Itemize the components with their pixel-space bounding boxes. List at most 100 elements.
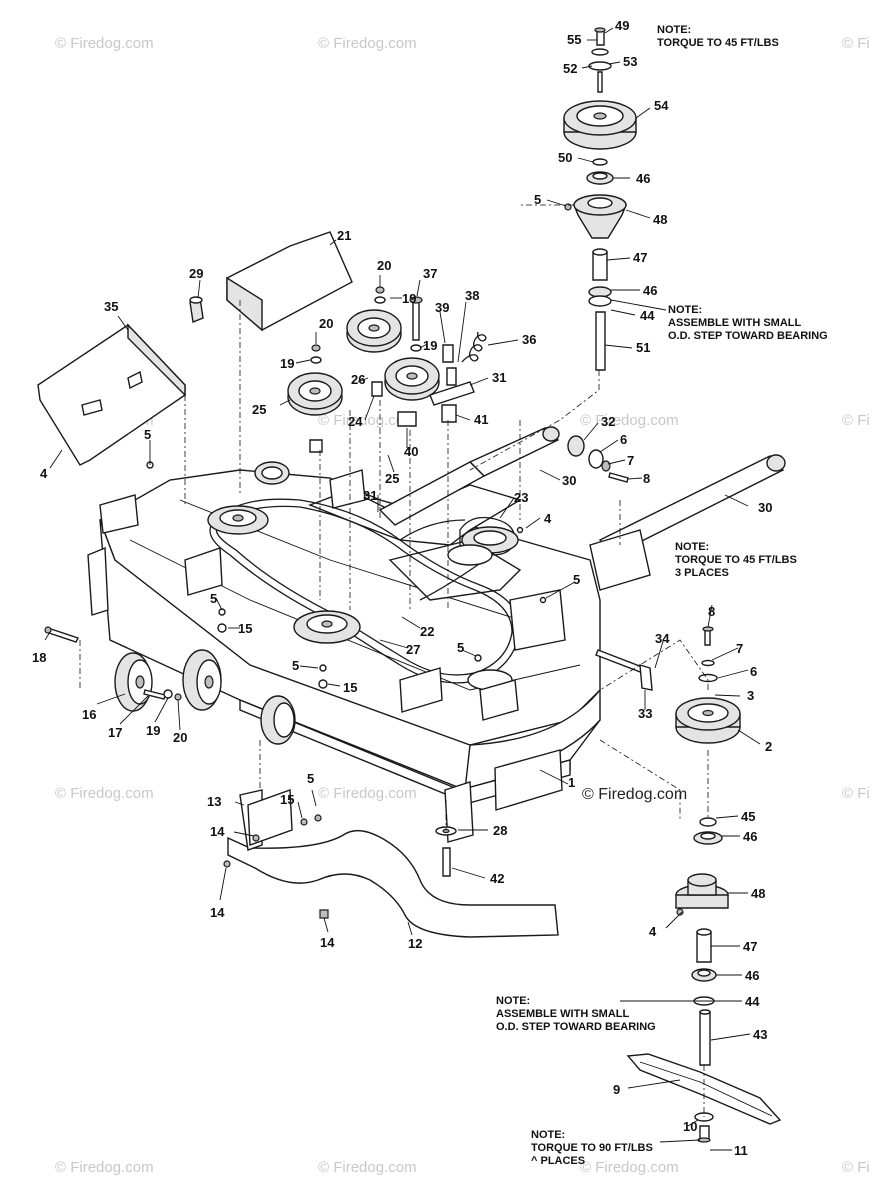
deck-pulley-center [293,610,361,644]
callout-30: 30 [758,500,772,515]
callout-40: 40 [404,444,418,459]
watermark: © Firedog.com [318,412,417,429]
callout-32: 32 [601,414,615,429]
knob [189,296,204,323]
callout-21: 21 [337,228,351,243]
callout-numbers: 1 2 3 4 4 4 5 5 5 5 5 5 5 6 6 7 7 8 8 9 … [32,18,772,1158]
callout-46: 46 [636,171,650,186]
callout-20: 20 [377,258,391,273]
callout-5: 5 [292,658,299,673]
watermark: © Fi [842,35,870,52]
callout-5: 5 [210,591,217,606]
idler-pulley-left [287,372,343,416]
watermark: © Firedog.com [580,1159,679,1176]
callout-15: 15 [238,621,252,636]
callout-30: 30 [562,473,576,488]
callout-5: 5 [307,771,314,786]
watermark: © Fi [842,412,870,429]
lift-tubes [378,426,786,591]
callout-4: 4 [544,511,552,526]
leader-lines [44,27,761,1151]
callout-31: 31 [492,370,506,385]
wheel-front-left [114,652,153,712]
callout-4: 4 [40,466,48,481]
assembly-lines [79,204,709,1117]
belt-cover-top [226,231,353,332]
deck-pulley-left [207,505,269,535]
callout-49: 49 [615,18,629,33]
callout-19: 19 [280,356,294,371]
callout-29: 29 [189,266,203,281]
callout-36: 36 [522,332,536,347]
callout-24: 24 [348,414,363,429]
callout-55: 55 [567,32,581,47]
callout-14: 14 [210,905,225,920]
callout-41: 41 [474,412,488,427]
callout-48: 48 [751,886,765,901]
notes: NOTE:TORQUE TO 45 FT/LBS NOTE:ASSEMBLE W… [496,24,828,1167]
callout-17: 17 [108,725,122,740]
callout-19: 19 [402,291,416,306]
callout-16: 16 [82,707,96,722]
callout-4: 4 [649,924,657,939]
callout-19: 19 [146,723,160,738]
callout-22: 22 [420,624,434,639]
callout-34: 34 [655,631,670,646]
callout-10: 10 [683,1119,697,1134]
callout-37: 37 [423,266,437,281]
callout-9: 9 [613,1082,620,1097]
callout-1: 1 [568,775,575,790]
watermark: © Firedog.com [580,412,679,429]
callout-39: 39 [435,300,449,315]
callout-42: 42 [490,871,504,886]
callout-43: 43 [753,1027,767,1042]
callout-20: 20 [319,316,333,331]
callout-25: 25 [252,402,266,417]
callout-20: 20 [173,730,187,745]
callout-35: 35 [104,299,118,314]
callout-5: 5 [534,192,541,207]
callout-25: 25 [385,471,399,486]
callout-11: 11 [734,1143,748,1158]
idler-pulley-upper [346,309,402,353]
idler-pulley-right [384,357,440,401]
callout-7: 7 [627,453,634,468]
callout-48: 48 [653,212,667,227]
callout-44: 44 [745,994,760,1009]
watermark: © Firedog.com [318,35,417,52]
spindle-pulley-right [675,626,741,744]
watermark: © Firedog.com [55,785,154,802]
callout-28: 28 [493,823,507,838]
callout-33: 33 [638,706,652,721]
callout-23: 23 [514,490,528,505]
callout-2: 2 [765,739,772,754]
wheel-top-left [254,461,290,485]
callout-46: 46 [745,968,759,983]
callout-26: 26 [351,372,365,387]
callout-7: 7 [736,641,743,656]
callout-31: 31 [363,488,377,503]
wheel-rear-left [182,649,222,711]
callout-8: 8 [643,471,650,486]
tube-hardware [567,435,629,483]
callout-27: 27 [406,642,420,657]
callout-47: 47 [743,939,757,954]
callout-19: 19 [423,338,437,353]
callout-50: 50 [558,150,572,165]
watermark: © Fi [842,1159,870,1176]
watermark: © Firedog.com [55,1159,154,1176]
callout-53: 53 [623,54,637,69]
copyright-label: © Firedog.com [582,786,687,803]
spindle-upper [563,27,637,371]
idler-spring [461,331,487,363]
callout-46: 46 [643,283,657,298]
callout-18: 18 [32,650,46,665]
callout-45: 45 [741,809,755,824]
callout-51: 51 [636,340,650,355]
callout-47: 47 [633,250,647,265]
belt-cover-left [37,323,186,466]
callout-6: 6 [620,432,627,447]
callout-5: 5 [573,572,580,587]
